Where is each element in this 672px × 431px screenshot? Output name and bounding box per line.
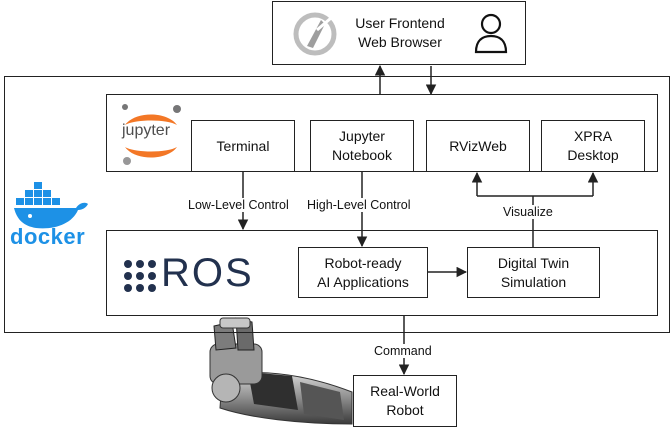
xpra-label-line2: Desktop [567, 147, 619, 163]
docker-whale-icon [14, 182, 88, 229]
visualize-label: Visualize [501, 205, 555, 219]
docker-container [4, 76, 670, 333]
user-icon [474, 13, 508, 54]
frontend-label: User Frontend Web Browser [335, 10, 465, 56]
low-level-control-label: Low-Level Control [186, 198, 291, 212]
twin-label-line1: Digital Twin [497, 254, 570, 271]
user-frontend-box: User Frontend Web Browser [272, 1, 526, 65]
xpra-desktop-box: XPRA Desktop [541, 120, 645, 172]
xpra-label-line1: XPRA [573, 128, 613, 144]
jupyter-logo-text: jupyter [122, 122, 171, 139]
terminal-label: Terminal [216, 137, 270, 154]
ros-dots-icon [124, 260, 156, 292]
jupyter-notebook-box: Jupyter Notebook [310, 120, 414, 172]
notebook-label-line2: Notebook [332, 147, 392, 163]
ai-label-line1: Robot-ready [324, 254, 402, 271]
rviz-label: RVizWeb [449, 137, 507, 154]
digital-twin-box: Digital Twin Simulation [467, 247, 600, 298]
jupyter-logo-icon [122, 104, 181, 165]
cursor-logo-icon [293, 12, 337, 56]
command-label: Command [372, 344, 434, 358]
ai-label-line2: AI Applications [317, 273, 409, 290]
twin-label-line2: Simulation [500, 273, 567, 290]
real-world-robot-box: Real-World Robot [353, 375, 457, 427]
high-level-control-label: High-Level Control [305, 198, 413, 212]
ros-logo-text: ROS [161, 251, 254, 295]
notebook-label-line1: Jupyter [339, 128, 385, 144]
ai-applications-box: Robot-ready AI Applications [298, 247, 428, 298]
ros-panel: ROS [106, 230, 658, 316]
rvizweb-box: RVizWeb [426, 120, 530, 172]
terminal-box: Terminal [191, 120, 295, 172]
robot-label-line1: Real-World [370, 383, 440, 399]
frontend-label-line1: User Frontend [355, 15, 445, 31]
docker-logo-text: docker [10, 224, 86, 249]
robot-label-line2: Robot [386, 402, 424, 418]
frontend-label-line2: Web Browser [358, 34, 442, 50]
